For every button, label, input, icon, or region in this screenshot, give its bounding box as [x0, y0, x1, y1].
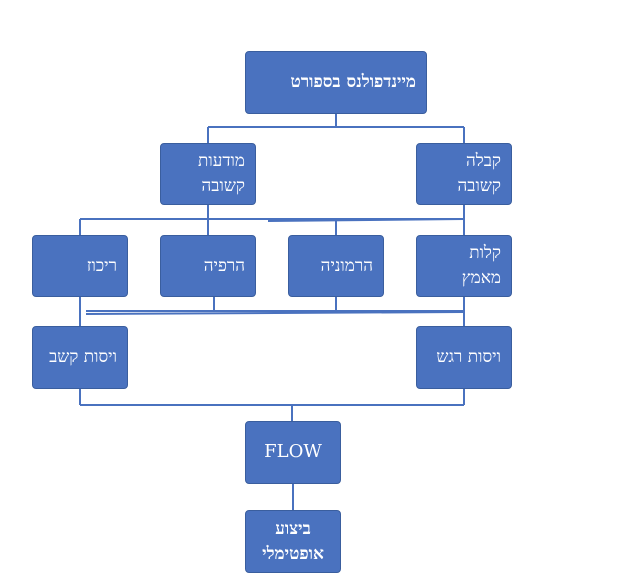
- node-focus: ריכוז: [32, 235, 128, 297]
- node-ease-of-effort: קלות מאמץ: [416, 235, 512, 297]
- node-label: קלות מאמץ: [461, 243, 501, 288]
- node-label: מודעות קשובה: [198, 151, 245, 196]
- node-label: FLOW: [264, 441, 322, 463]
- connector-level4-bar-b: [85, 311, 465, 315]
- node-label: קבלה קשובה: [457, 151, 501, 196]
- node-label: הרפיה: [203, 255, 245, 276]
- node-label: מיינדפולנס בספורט: [290, 72, 416, 93]
- node-attention-regulation: ויסות קשב: [32, 326, 128, 389]
- node-attentive-acceptance: קבלה קשובה: [416, 143, 512, 205]
- node-relaxation: הרפיה: [160, 235, 256, 297]
- node-label: ביצוע אופטימלי: [262, 518, 324, 564]
- node-harmony: הרמוניה: [288, 235, 384, 297]
- node-flow: FLOW: [245, 421, 341, 484]
- node-label: הרמוניה: [320, 255, 373, 276]
- node-label: ויסות קשב: [49, 347, 117, 368]
- node-label: ויסות רגש: [436, 347, 501, 368]
- node-optimal-performance: ביצוע אופטימלי: [245, 510, 341, 573]
- connector-level3-bar-b: [267, 218, 465, 222]
- node-attentive-awareness: מודעות קשובה: [160, 143, 256, 205]
- node-mindfulness-in-sport: מיינדפולנס בספורט: [245, 51, 427, 114]
- node-label: ריכוז: [86, 255, 117, 276]
- node-emotion-regulation: ויסות רגש: [416, 326, 512, 389]
